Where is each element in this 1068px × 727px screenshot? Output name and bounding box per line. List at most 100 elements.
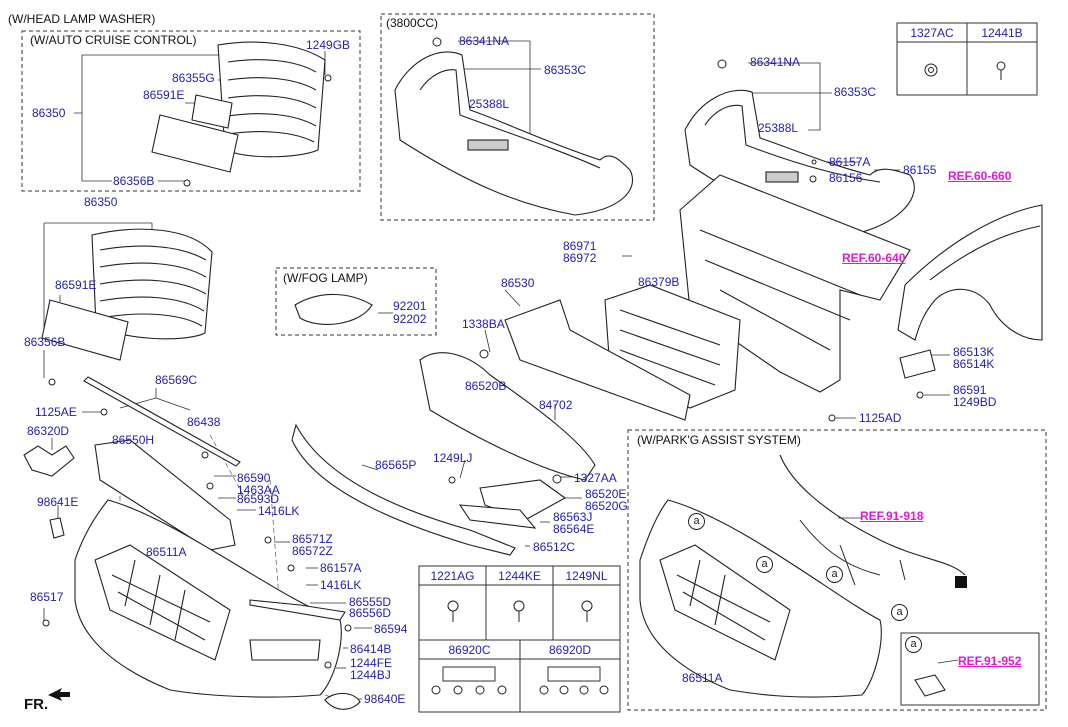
part-label[interactable]: 86155	[903, 163, 937, 177]
garnish-86555d	[249, 599, 346, 621]
bumper-front	[74, 499, 342, 698]
part-label[interactable]: 86379B	[638, 275, 680, 289]
part-label[interactable]: 1249GB	[306, 38, 351, 52]
part-label[interactable]: 86320D	[27, 424, 70, 438]
part-label[interactable]: 86571Z	[292, 532, 333, 546]
part-label[interactable]: 84702	[539, 398, 573, 412]
part-label[interactable]: 86341NA	[750, 55, 801, 69]
part-label[interactable]: 86157A	[829, 155, 871, 169]
callout-a: a	[688, 513, 705, 530]
part-label[interactable]: 86972	[563, 251, 597, 265]
part-label[interactable]: 86556D	[349, 606, 392, 620]
part-label[interactable]: 92201	[393, 299, 427, 313]
wiring-harness	[779, 454, 966, 576]
direction-label: FR.	[24, 696, 49, 713]
part-label[interactable]: 1125AE	[35, 405, 77, 419]
table-cell[interactable]: 86920C	[448, 643, 491, 657]
ref-60-640-link[interactable]: REF.60-640	[842, 251, 906, 265]
part-label[interactable]: 86555D	[349, 595, 392, 609]
part-label[interactable]: 1244FE	[350, 656, 393, 670]
title-head-lamp-washer: (W/HEAD LAMP WASHER)	[8, 12, 156, 26]
callout-a: a	[905, 636, 922, 653]
part-label[interactable]: 86355G	[172, 71, 215, 85]
part-label[interactable]: 1327AA	[574, 471, 617, 485]
part-label[interactable]: 1416LK	[320, 578, 362, 592]
part-label[interactable]: 1416LK	[258, 504, 300, 518]
fog-lamp	[294, 293, 373, 325]
part-label[interactable]: 86341NA	[459, 34, 510, 48]
part-label[interactable]: 86356B	[113, 174, 155, 188]
part-label[interactable]: 86530	[501, 276, 535, 290]
box-fog-lamp	[275, 267, 437, 336]
part-label[interactable]: 1249LJ	[433, 451, 473, 465]
part-label[interactable]: 86520E	[585, 487, 627, 501]
part-label[interactable]: 86520B	[465, 379, 507, 393]
trim-86563j	[458, 504, 537, 529]
part-label[interactable]: 86550H	[112, 433, 155, 447]
part-label[interactable]: 86157A	[320, 561, 362, 575]
part-label[interactable]: 1125AD	[859, 411, 902, 425]
part-label[interactable]: 86353C	[834, 85, 877, 99]
title-park-assist: (W/PARK'G ASSIST SYSTEM)	[637, 433, 801, 447]
part-label[interactable]: 86517	[30, 590, 64, 604]
beam-86530	[504, 299, 691, 421]
title-auto-cruise: (W/AUTO CRUISE CONTROL)	[30, 33, 197, 47]
part-label[interactable]: 1244BJ	[350, 668, 391, 682]
part-label[interactable]: 86591E	[143, 88, 185, 102]
table-cell[interactable]: 86920D	[548, 643, 592, 657]
part-label[interactable]: 86564E	[553, 522, 595, 536]
part-label[interactable]: 86591	[953, 383, 987, 397]
part-label[interactable]: 86971	[563, 239, 597, 253]
part-label[interactable]: 1338BA	[462, 317, 505, 331]
bracket-86513k	[899, 349, 936, 379]
table-cell[interactable]: 12441B	[981, 26, 1023, 40]
part-label[interactable]: 86353C	[544, 63, 587, 77]
part-label[interactable]: 1463AA	[237, 483, 280, 497]
callout-a: a	[826, 566, 843, 583]
part-label[interactable]: 86156	[829, 171, 863, 185]
part-label[interactable]: 86565P	[375, 458, 417, 472]
part-label[interactable]: 98641E	[37, 495, 79, 509]
emblem-86320d	[23, 445, 75, 477]
part-label[interactable]: 86572Z	[292, 544, 333, 558]
part-label[interactable]: 86350	[84, 195, 118, 209]
fender	[897, 204, 1043, 341]
bumper-park-assist	[639, 499, 882, 698]
part-label[interactable]: 86438	[187, 415, 221, 429]
part-label[interactable]: 86520G	[585, 499, 628, 513]
part-label[interactable]: 86512C	[533, 540, 576, 554]
part-label[interactable]: 25388L	[469, 97, 510, 111]
title-3800cc: (3800CC)	[386, 16, 439, 30]
part-label[interactable]: 86591E	[55, 278, 97, 292]
part-label[interactable]: 86511A	[146, 545, 187, 559]
part-label[interactable]: 1249BD	[953, 395, 997, 409]
title-fog-lamp: (W/FOG LAMP)	[283, 271, 368, 285]
ref-91-952-link[interactable]: REF.91-952	[958, 654, 1022, 668]
table-cell[interactable]: 1249NL	[565, 569, 608, 583]
part-label[interactable]: 86590	[237, 471, 271, 485]
cover-98641e	[49, 517, 65, 539]
part-label[interactable]: 92202	[393, 312, 427, 326]
lip-86565p	[291, 423, 516, 556]
table-cell[interactable]: 1221AG	[430, 569, 475, 583]
part-label[interactable]: 86514K	[953, 357, 995, 371]
part-label[interactable]: 86563J	[553, 510, 593, 524]
part-label[interactable]: 86414B	[350, 642, 392, 656]
harness-connector	[955, 576, 967, 588]
part-label[interactable]: 86594	[374, 622, 408, 636]
part-label[interactable]: 98640E	[364, 692, 406, 706]
ref-60-660-link[interactable]: REF.60-660	[948, 169, 1012, 183]
part-label[interactable]: 25388L	[758, 121, 799, 135]
part-label[interactable]: 86350	[32, 106, 66, 120]
part-label[interactable]: 86569C	[155, 373, 198, 387]
part-label[interactable]: 86511A	[682, 671, 723, 685]
part-label[interactable]: 86356B	[24, 335, 66, 349]
table-cell[interactable]: 1327AC	[910, 26, 954, 40]
ref-91-918-link[interactable]: REF.91-918	[860, 509, 924, 523]
table-cell[interactable]: 1244KE	[498, 569, 541, 583]
bracket-3800cc	[394, 51, 633, 216]
part-label[interactable]: 86513K	[953, 345, 995, 359]
callout-a: a	[756, 556, 773, 573]
box-park-assist	[627, 429, 1047, 711]
part-label[interactable]: 86593D	[237, 492, 280, 506]
